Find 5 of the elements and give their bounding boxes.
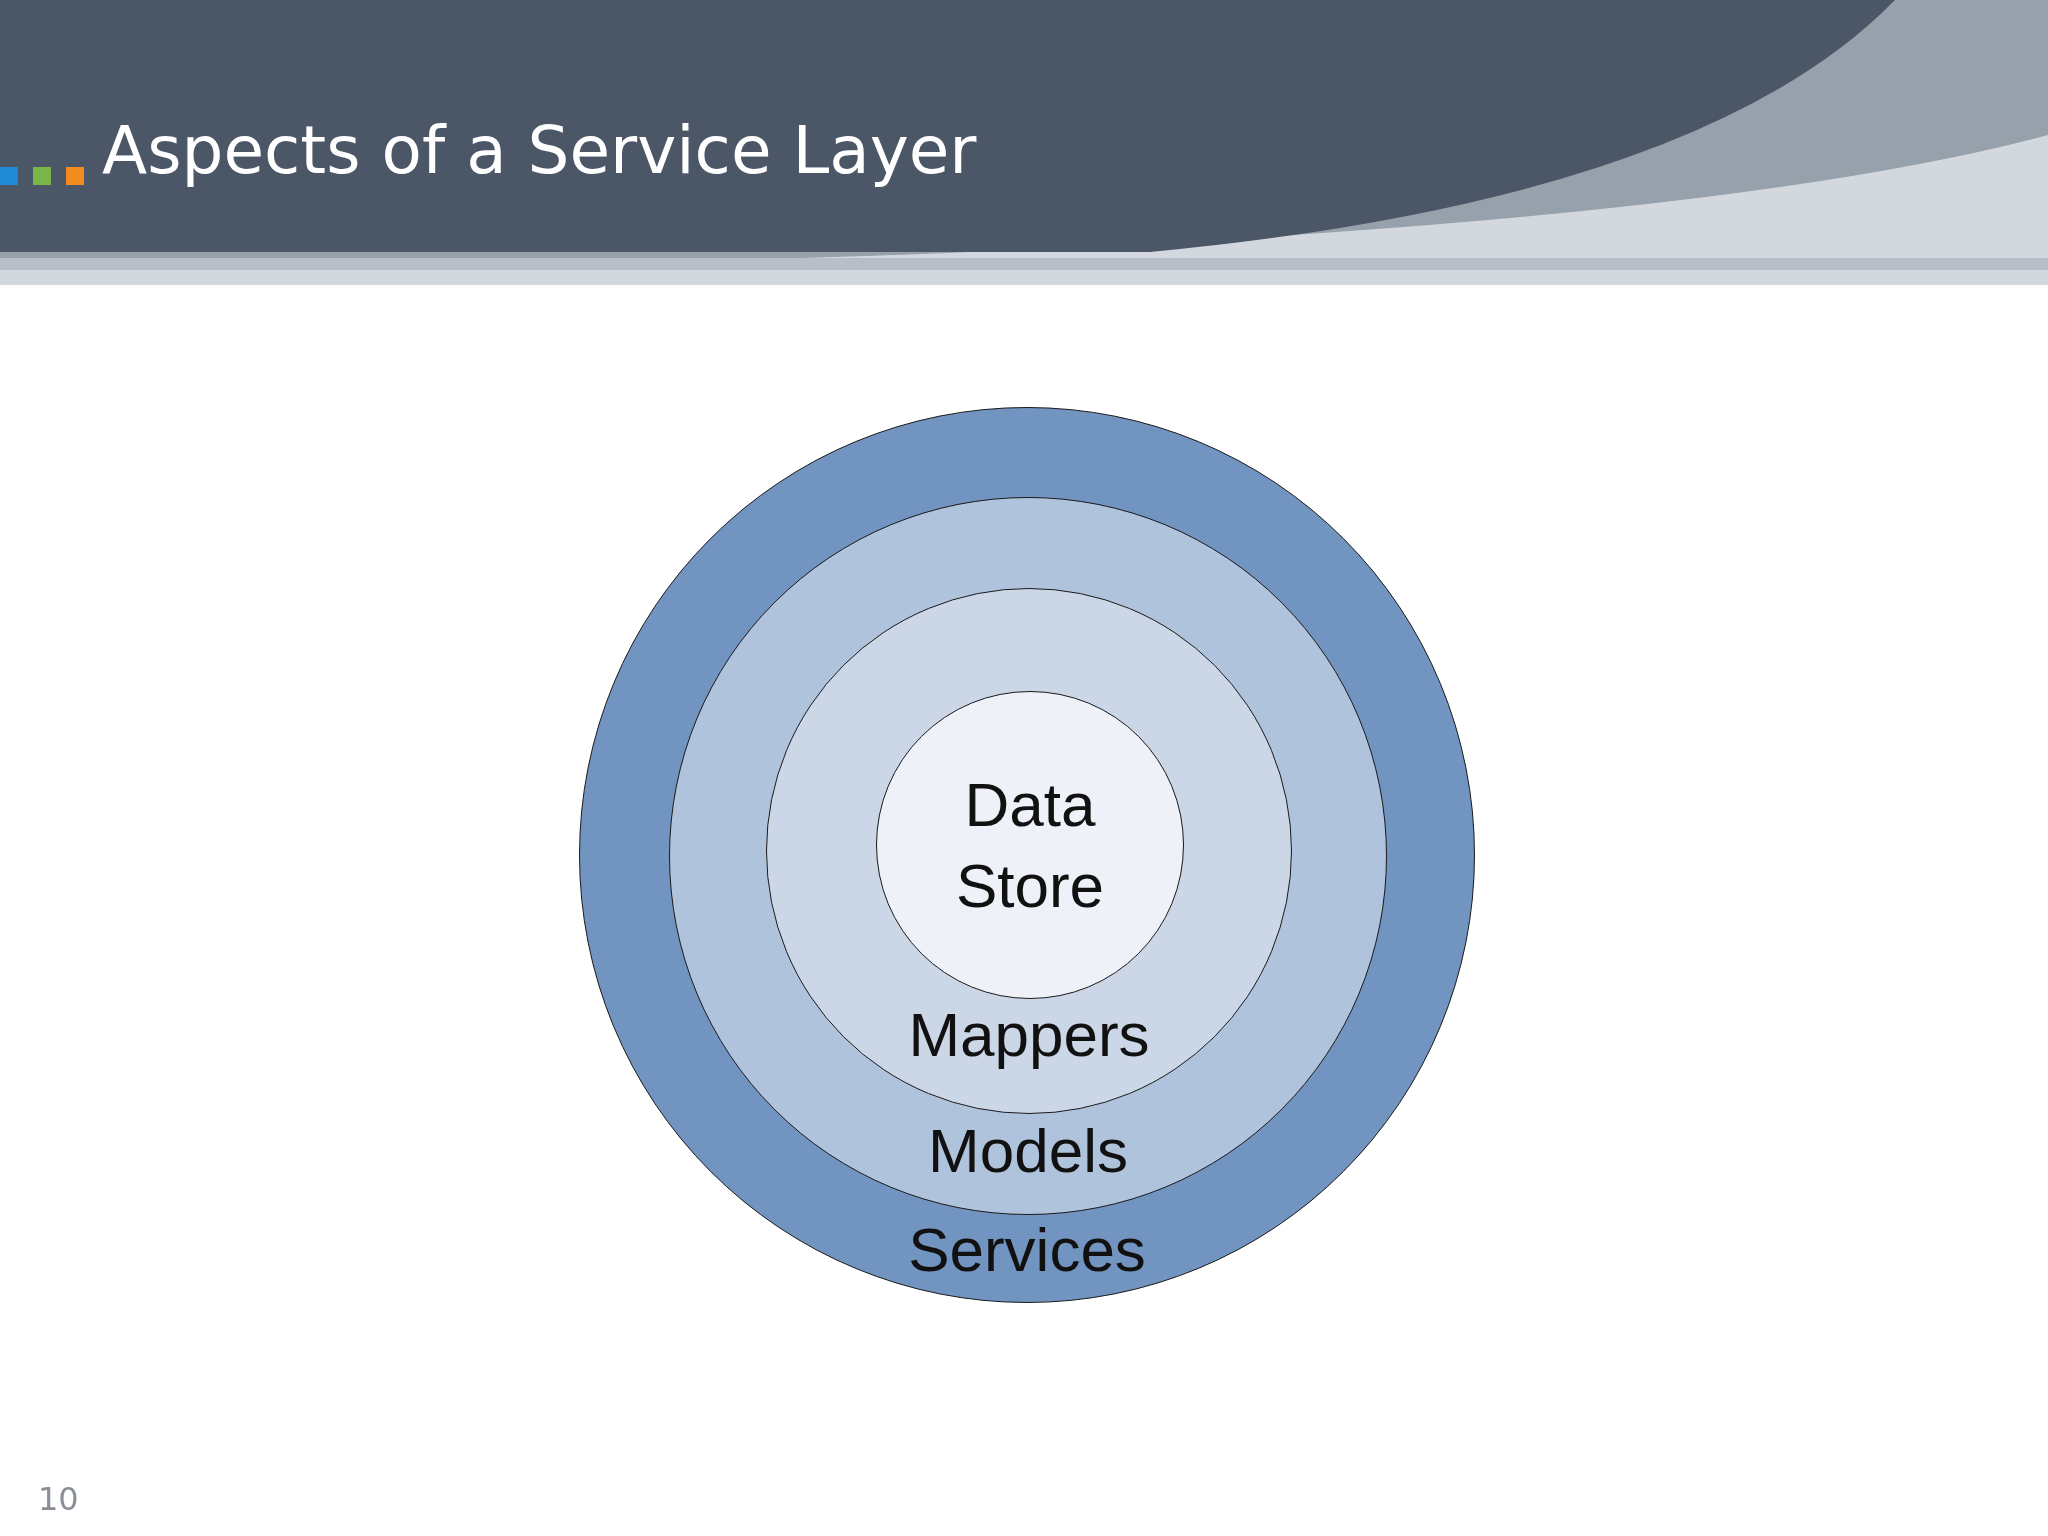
- layer-label: Models: [928, 1114, 1128, 1187]
- layer-label: Services: [908, 1213, 1146, 1286]
- page-number: 10: [38, 1480, 79, 1518]
- layer-label: Mappers: [908, 998, 1150, 1071]
- layer-label: Data Store: [954, 769, 1106, 922]
